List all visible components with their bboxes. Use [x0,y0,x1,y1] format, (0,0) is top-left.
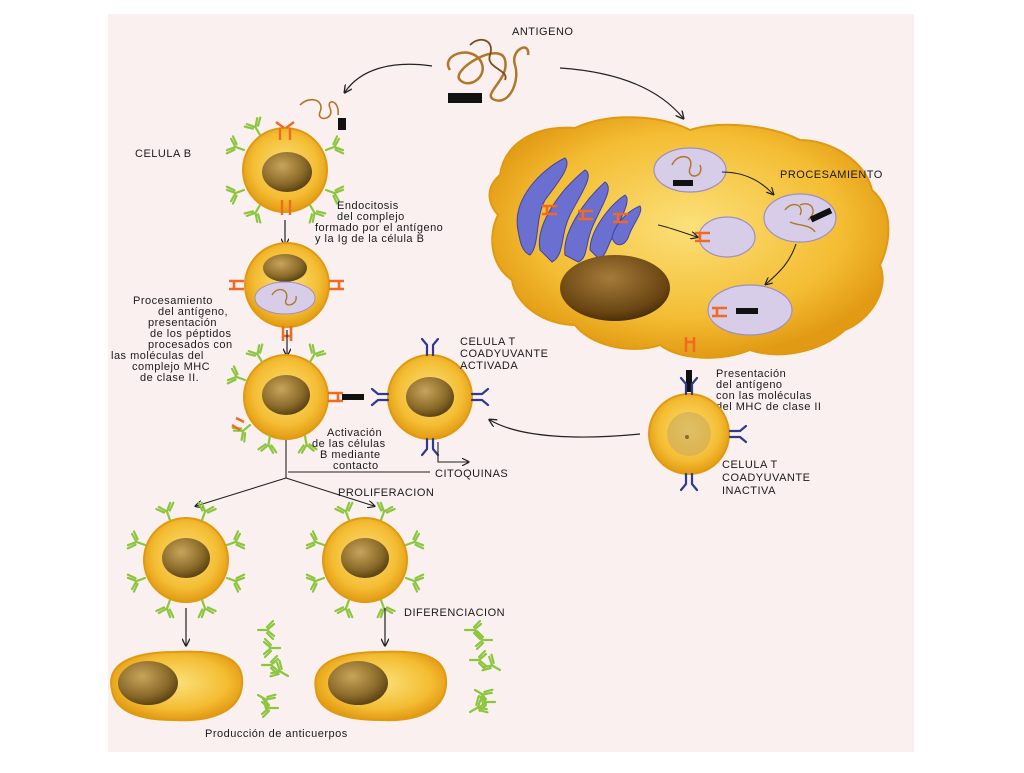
svg-text:formado por el antígeno: formado por el antígeno [315,222,443,234]
b-activation-text: Activación de las células B mediante con… [312,427,386,472]
svg-text:del complejo: del complejo [337,211,405,223]
t-cell-activated-label: CELULA T COADYUVANTE ACTIVADA [460,336,548,372]
antibody-production-label: Producción de anticuerpos [205,728,348,740]
apc-nucleus [560,255,670,321]
b-cell-1 [224,98,346,225]
differentiation-label: DIFERENCIACION [404,607,505,619]
antigen-presenting-cell [488,116,890,392]
t-cell-inactive [648,376,748,492]
svg-text:con las moléculas: con las moléculas [716,390,812,402]
cytokines-label: CITOQUINAS [435,468,508,480]
proliferation-right-arrow [285,477,374,506]
svg-text:CELULA T: CELULA T [460,336,516,348]
b-cell-3 [225,342,364,455]
cytokines-arrow [437,442,468,462]
svg-text:INACTIVA: INACTIVA [722,485,776,497]
svg-text:Presentación: Presentación [716,368,786,380]
svg-text:Activación: Activación [327,427,382,439]
svg-text:del MHC de clase II: del MHC de clase II [716,401,821,413]
plasma-cell-2 [314,650,448,722]
b-cell-label: CELULA B [135,148,192,160]
endocytosis-text: Endocitosis del complejo formado por el … [315,200,443,245]
svg-text:del antígeno,: del antígeno, [158,306,228,318]
tcell-activation-arrow [490,420,641,438]
antigen-label: ANTIGENO [512,26,573,38]
proliferation-left-arrow [196,477,287,506]
svg-text:CELULA T: CELULA T [722,459,778,471]
svg-text:ACTIVADA: ACTIVADA [460,360,518,372]
proliferation-label: PROLIFERACION [338,487,434,499]
antigen-to-bcell-arrow [345,63,433,92]
processing-label: PROCESAMIENTO [780,169,883,181]
svg-text:procesados con: procesados con [148,339,233,351]
b-cell-5 [304,500,426,620]
presentation-text: Presentación del antígeno con las molécu… [716,368,821,413]
plasma-cell-1 [110,650,244,722]
svg-text:Endocitosis: Endocitosis [337,200,399,212]
antigen-molecule [446,38,530,103]
svg-text:contacto: contacto [333,460,379,472]
svg-text:de las células: de las células [312,438,386,450]
svg-text:del antígeno: del antígeno [716,379,783,391]
t-cell-inactive-label: CELULA T COADYUVANTE INACTIVA [722,459,810,497]
svg-text:COADYUVANTE: COADYUVANTE [722,472,810,484]
svg-text:presentación: presentación [148,317,217,329]
svg-text:las moléculas del: las moléculas del [111,350,204,362]
b-cell-2 [227,242,346,343]
b-cell-4 [125,500,247,620]
svg-text:complejo MHC: complejo MHC [132,361,210,373]
t-cell-activated [370,337,490,457]
svg-text:y la Ig de la célula B: y la Ig de la célula B [315,233,424,245]
svg-text:de los péptidos: de los péptidos [150,328,232,340]
antigen-to-apc-arrow [559,67,683,118]
svg-text:Procesamiento: Procesamiento [133,295,213,307]
svg-text:B mediante: B mediante [320,449,381,461]
antigen-processing-text: Procesamiento del antígeno, presentación… [111,295,233,384]
svg-text:de clase II.: de clase II. [140,372,199,384]
svg-text:COADYUVANTE: COADYUVANTE [460,348,548,360]
